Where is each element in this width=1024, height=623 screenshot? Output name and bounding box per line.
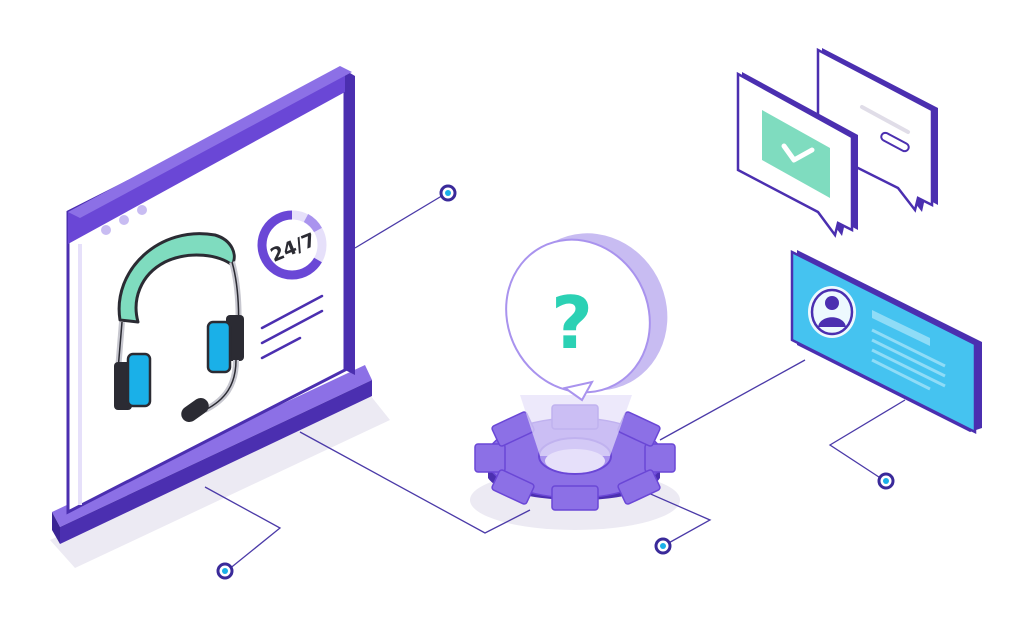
- gear-icon: [474, 395, 676, 511]
- chat-bubble-back: [816, 47, 938, 213]
- headset-icon: [114, 232, 244, 423]
- connector-nodes: [216, 184, 895, 580]
- chat-lines: [860, 105, 910, 153]
- profile-card: [790, 249, 982, 435]
- connector-lines: [204, 193, 906, 571]
- question-mark-icon: ?: [551, 281, 593, 365]
- window-dots-icon: [101, 205, 147, 235]
- user-avatar-icon: [808, 286, 856, 338]
- profile-text-lines: [871, 310, 946, 391]
- chat-bubble-front: [736, 71, 858, 238]
- support-window: 24/7: [52, 66, 372, 544]
- question-bubble: ?: [505, 233, 668, 402]
- content-lines: [260, 294, 324, 360]
- checkmark-icon: [781, 143, 815, 163]
